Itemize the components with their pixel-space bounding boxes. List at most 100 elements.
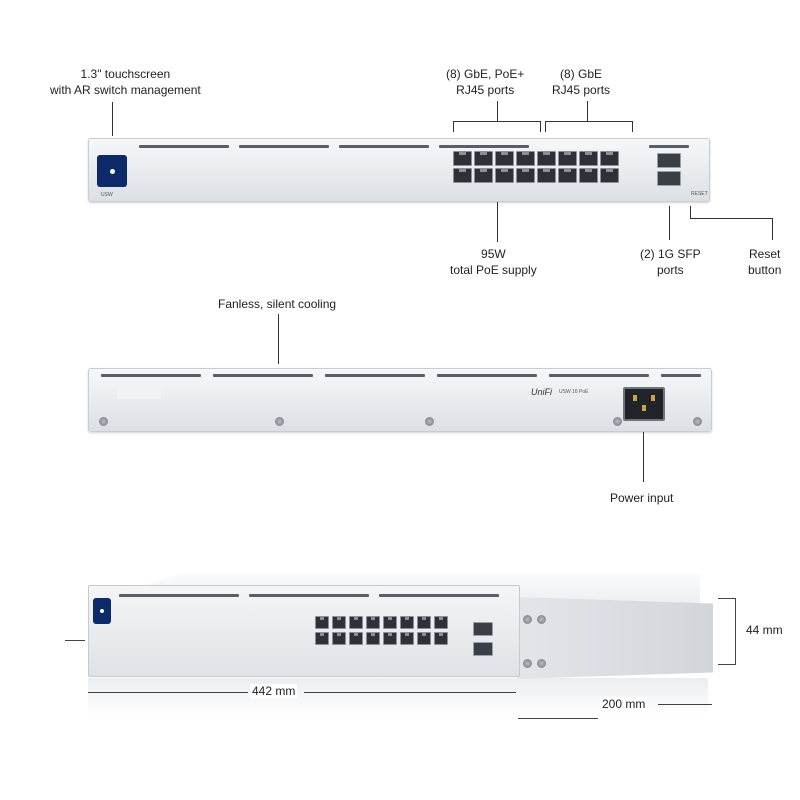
callout-line-touchscreen <box>112 102 113 136</box>
callout-touchscreen: 1.3" touchscreen with AR switch manageme… <box>50 67 201 97</box>
vent-slot <box>139 145 229 148</box>
rj45-port[interactable] <box>516 151 535 166</box>
bracket-gbe-ports <box>545 121 633 132</box>
screen-dot-icon <box>109 168 115 174</box>
rj45-port[interactable] <box>495 151 514 166</box>
sfp-port[interactable] <box>657 153 681 168</box>
callout-sfp-ports: (2) 1G SFP ports <box>640 247 701 277</box>
rj45-ports-group <box>453 151 619 183</box>
callout-poe-ports: (8) GbE, PoE+ RJ45 ports <box>446 67 525 97</box>
screen-dot-icon <box>100 609 104 613</box>
rj45-port[interactable] <box>417 616 431 629</box>
callout-line-reset <box>772 218 773 240</box>
rj45-port[interactable] <box>453 168 472 183</box>
screen-label: USW <box>101 192 113 198</box>
rj45-port[interactable] <box>332 616 346 629</box>
rj45-port[interactable] <box>495 168 514 183</box>
reset-label: RESET <box>691 191 708 197</box>
rj45-port[interactable] <box>349 616 363 629</box>
sfp-port[interactable] <box>473 642 493 656</box>
screw-icon <box>275 417 284 426</box>
callout-line-fanless <box>278 314 279 364</box>
rj45-port[interactable] <box>332 632 346 645</box>
brand-logo: UniFi <box>531 387 553 397</box>
rj45-port[interactable] <box>474 168 493 183</box>
switch-rear-panel: UniFi USW 16 PoE <box>88 368 712 432</box>
vent-slot <box>249 594 369 597</box>
dimension-line-height <box>718 598 736 599</box>
callout-line-reset <box>690 206 691 218</box>
rj45-port[interactable] <box>579 151 598 166</box>
rj45-port[interactable] <box>349 632 363 645</box>
rj45-port[interactable] <box>474 151 493 166</box>
screw-icon <box>425 417 434 426</box>
vent-slot <box>379 594 499 597</box>
rj45-port[interactable] <box>366 632 380 645</box>
rj45-port[interactable] <box>537 151 556 166</box>
vent-slot <box>213 374 313 377</box>
callout-gbe-ports: (8) GbE RJ45 ports <box>552 67 611 97</box>
dimension-line-height <box>718 664 736 665</box>
rj45-port[interactable] <box>315 632 329 645</box>
vent-slot <box>119 594 239 597</box>
rj45-port[interactable] <box>600 151 619 166</box>
switch-perspective-front <box>88 585 520 677</box>
power-input-socket[interactable] <box>623 387 665 421</box>
vent-slot <box>439 145 529 148</box>
vent-slot <box>325 374 425 377</box>
screw-icon <box>99 417 108 426</box>
vent-slot <box>549 374 649 377</box>
rj45-port[interactable] <box>383 616 397 629</box>
rj45-ports-group <box>315 616 448 645</box>
switch-front-panel: USW RESET <box>88 138 710 202</box>
vent-slot <box>437 374 537 377</box>
callout-line-poe-supply <box>497 202 498 242</box>
screw-icon <box>523 659 532 668</box>
dimension-width: 442 mm <box>250 684 298 698</box>
dimension-line-height <box>735 598 736 664</box>
rj45-port[interactable] <box>366 616 380 629</box>
touchscreen[interactable] <box>97 155 127 187</box>
rj45-port[interactable] <box>558 151 577 166</box>
rj45-port[interactable] <box>537 168 556 183</box>
rj45-port[interactable] <box>579 168 598 183</box>
dimension-line-width <box>304 692 516 693</box>
rj45-port[interactable] <box>383 632 397 645</box>
rj45-port[interactable] <box>434 632 448 645</box>
rj45-port[interactable] <box>434 616 448 629</box>
screw-icon <box>613 417 622 426</box>
rj45-port[interactable] <box>558 168 577 183</box>
callout-line-power <box>643 432 644 482</box>
rj45-port[interactable] <box>600 168 619 183</box>
vent-slot <box>239 145 329 148</box>
rj45-port[interactable] <box>400 632 414 645</box>
model-label: USW 16 PoE <box>559 389 589 395</box>
callout-power-input: Power input <box>610 491 674 505</box>
sfp-port[interactable] <box>657 171 681 186</box>
screw-icon <box>693 417 702 426</box>
rj45-port[interactable] <box>315 616 329 629</box>
callout-line-sfp <box>669 206 670 240</box>
sfp-port[interactable] <box>473 622 493 636</box>
callout-line-poe-ports <box>497 101 498 121</box>
screw-icon <box>537 615 546 624</box>
rj45-port[interactable] <box>516 168 535 183</box>
callout-line-reset <box>690 218 773 219</box>
rj45-port[interactable] <box>453 151 472 166</box>
switch-side-panel <box>517 597 713 679</box>
touchscreen[interactable] <box>93 598 111 624</box>
callout-line-gbe-ports <box>587 101 588 121</box>
rj45-port[interactable] <box>417 632 431 645</box>
dimension-line-depth <box>658 704 712 705</box>
screw-icon <box>523 615 532 624</box>
vent-slot <box>339 145 429 148</box>
callout-reset-button: Reset button <box>748 247 782 277</box>
rj45-port[interactable] <box>400 616 414 629</box>
bracket-poe-ports <box>453 121 541 132</box>
screw-icon <box>537 659 546 668</box>
vent-slot <box>649 145 689 148</box>
callout-poe-supply: 95W total PoE supply <box>450 247 537 277</box>
dimension-height: 44 mm <box>744 623 785 637</box>
vent-slot <box>101 374 201 377</box>
dimension-line-width <box>88 692 248 693</box>
